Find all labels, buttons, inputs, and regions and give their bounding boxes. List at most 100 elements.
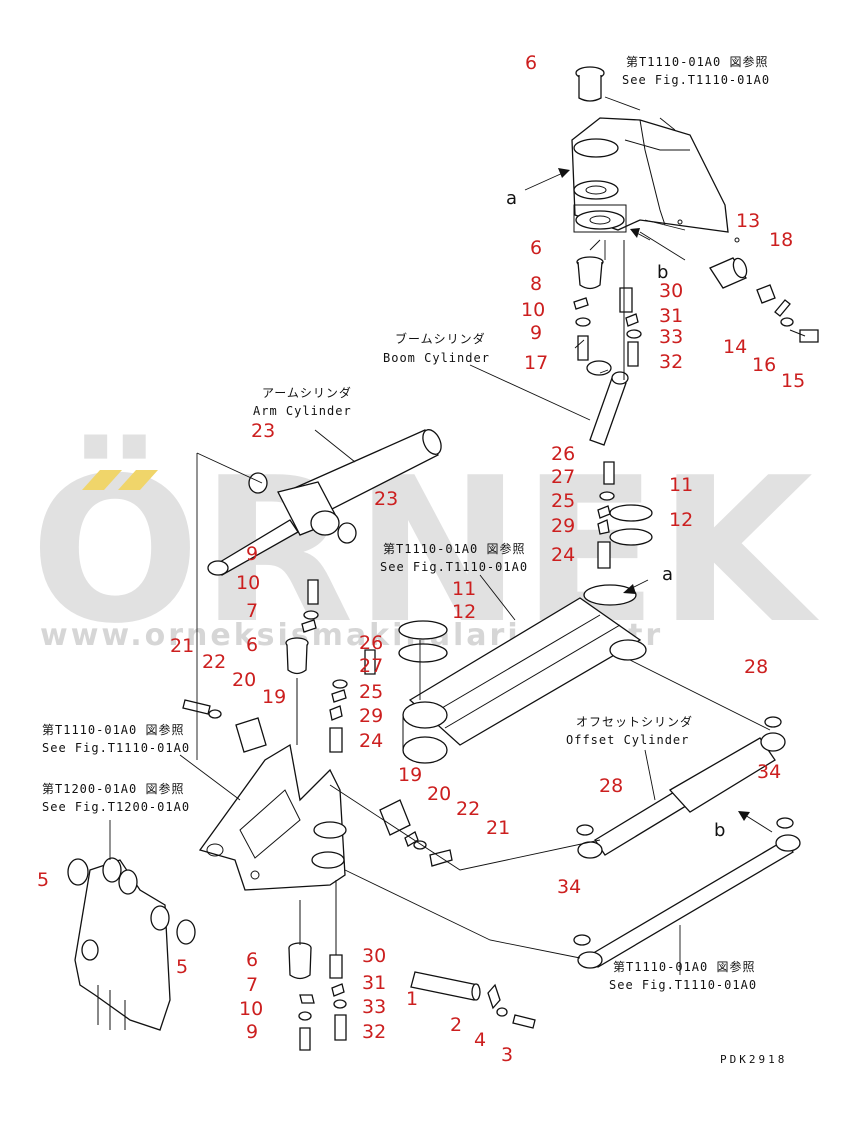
ring-34-top [776, 817, 794, 829]
view-b-mid: b [714, 820, 725, 841]
washer-5-left [67, 858, 89, 886]
ref-left1-en: See Fig.T1110-01A0 [42, 741, 190, 755]
ref-left1-jp: 第T1110-01A0 図参照 [42, 722, 184, 737]
callout-19: 19 [398, 764, 422, 786]
callout-33: 33 [659, 326, 683, 348]
washer-23-left [248, 472, 268, 494]
callout-29: 29 [551, 515, 575, 537]
callout-23: 23 [374, 488, 398, 510]
callout-10: 10 [239, 998, 263, 1020]
callout-27: 27 [359, 655, 383, 677]
arm-cylinder-en: Arm Cylinder [253, 404, 352, 418]
callout-22: 22 [202, 651, 226, 673]
callout-15: 15 [781, 370, 805, 392]
watermark-accent-left [82, 470, 122, 490]
drawing-code: PDK2918 [720, 1053, 787, 1066]
callout-33: 33 [362, 996, 386, 1018]
ring-28-top [764, 716, 782, 728]
callout-28: 28 [744, 656, 768, 678]
bushing-6-mid [285, 637, 309, 745]
callout-5: 5 [37, 869, 49, 891]
callout-27: 27 [551, 466, 575, 488]
bushing-6-second [576, 239, 604, 290]
ref-top-en: See Fig.T1110-01A0 [622, 73, 770, 87]
callout-34: 34 [557, 876, 581, 898]
small-parts-column-bottom [288, 880, 347, 1051]
washer-23-right [337, 522, 357, 544]
swing-bracket-lower [198, 743, 347, 891]
callout-12: 12 [452, 601, 476, 623]
boom-cylinder-rod [589, 240, 629, 446]
ref-bottom-jp: 第T1110-01A0 図参照 [613, 959, 755, 974]
bushing-6-top [575, 66, 605, 102]
callout-8: 8 [530, 273, 542, 295]
callout-11: 11 [669, 474, 693, 496]
main-pin-1 [410, 971, 536, 1029]
ref-mid-en: See Fig.T1110-01A0 [380, 560, 528, 574]
shim-11-left [398, 620, 448, 640]
pin-20-upper [235, 717, 267, 753]
small-parts-column-mid-left [301, 579, 376, 753]
watermark-accent-right [118, 470, 158, 490]
small-parts-top-right [774, 299, 819, 343]
collar-18 [756, 284, 776, 304]
swing-bracket-top [571, 117, 740, 243]
callout-25: 25 [359, 681, 383, 703]
callout-32: 32 [362, 1021, 386, 1043]
ref-top-jp: 第T1110-01A0 図参照 [626, 54, 768, 69]
callout-7: 7 [246, 974, 258, 996]
reference-labels: 第T1110-01A0 図参照 See Fig.T1110-01A0 ブームシリ… [42, 54, 787, 1066]
callout-6: 6 [246, 634, 258, 656]
routing-lines [196, 219, 771, 959]
callout-21: 21 [170, 635, 194, 657]
callout-24: 24 [551, 544, 575, 566]
callout-13: 13 [736, 210, 760, 232]
pin-13 [709, 257, 748, 289]
callout-31: 31 [362, 972, 386, 994]
callout-30: 30 [659, 280, 683, 302]
callout-6: 6 [525, 52, 537, 74]
view-letters: a b a b [506, 188, 725, 841]
leader-lines [109, 96, 681, 975]
callout-14: 14 [723, 336, 747, 358]
ref-left2-jp: 第T1200-01A0 図参照 [42, 781, 184, 796]
boom-cylinder-en: Boom Cylinder [383, 351, 490, 365]
shim-12-right [609, 528, 653, 546]
callout-23: 23 [251, 420, 275, 442]
callout-24: 24 [359, 730, 383, 752]
callout-34: 34 [757, 761, 781, 783]
callout-19: 19 [262, 686, 286, 708]
callout-9: 9 [246, 1021, 258, 1043]
callout-9: 9 [530, 322, 542, 344]
callout-3: 3 [501, 1044, 513, 1066]
callout-28: 28 [599, 775, 623, 797]
small-parts-column-top [573, 287, 642, 376]
boom-foot [74, 857, 171, 1031]
view-a-mid: a [662, 564, 673, 585]
view-arrows [524, 168, 773, 833]
arm-cylinder-jp: アームシリンダ [262, 385, 352, 400]
callout-10: 10 [236, 572, 260, 594]
callout-7: 7 [246, 600, 258, 622]
callout-5: 5 [176, 956, 188, 978]
callout-17: 17 [524, 352, 548, 374]
shim-12-left [398, 643, 448, 663]
offset-cylinder-right [577, 732, 786, 859]
ref-mid-jp: 第T1110-01A0 図参照 [383, 541, 525, 556]
callout-20: 20 [427, 783, 451, 805]
callout-30: 30 [362, 945, 386, 967]
link-rod [577, 834, 801, 969]
ref-left2-en: See Fig.T1200-01A0 [42, 800, 190, 814]
small-parts-column-mid-right [597, 461, 615, 569]
callout-26: 26 [359, 632, 383, 654]
callout-21: 21 [486, 817, 510, 839]
offset-cylinder-jp: オフセットシリンダ [576, 714, 693, 729]
shim-11-right [609, 504, 653, 522]
callout-20: 20 [232, 669, 256, 691]
callout-26: 26 [551, 443, 575, 465]
callout-29: 29 [359, 705, 383, 727]
arm-cylinder [207, 429, 442, 576]
callout-10: 10 [521, 299, 545, 321]
callout-16: 16 [752, 354, 776, 376]
